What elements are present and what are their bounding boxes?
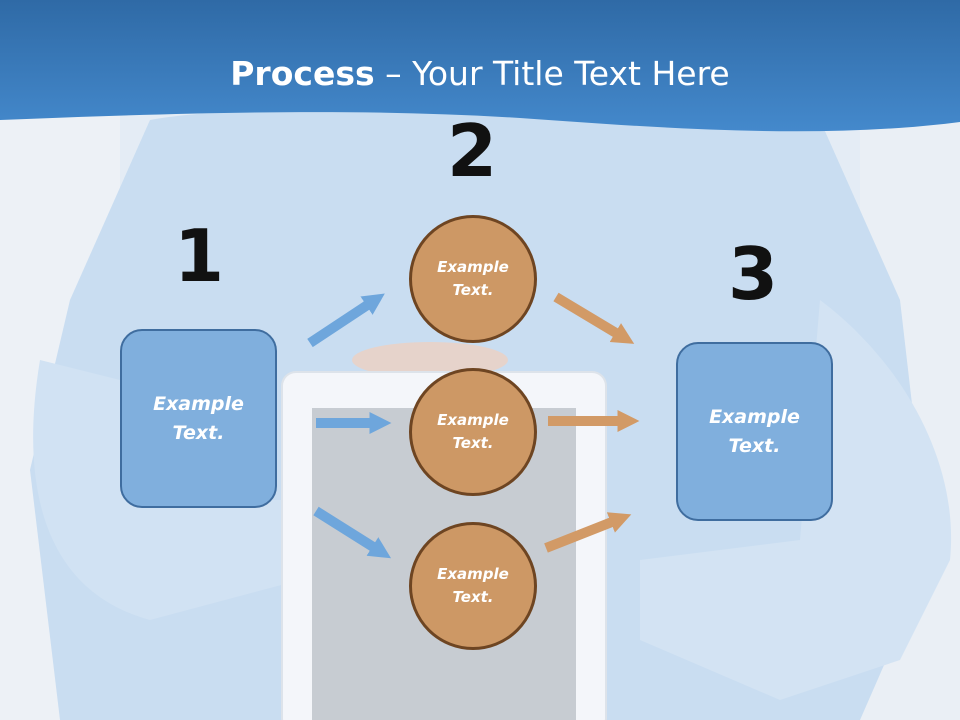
title-rest: – Your Title Text Here	[374, 54, 730, 93]
step-2-circle-bottom: Example Text.	[409, 522, 537, 650]
page-title: Process – Your Title Text Here	[0, 52, 960, 96]
step-3-number: 3	[727, 232, 779, 316]
arrow-to-bottom-circle	[313, 506, 392, 559]
arrow-to-top-circle	[307, 293, 385, 348]
title-bold: Process	[230, 54, 375, 93]
arrow-from-top-circle	[553, 292, 635, 344]
step-1-number: 1	[173, 214, 225, 298]
step-2-circle-middle: Example Text.	[409, 368, 537, 496]
arrow-from-bottom-circle	[544, 512, 632, 553]
step-2-number: 2	[446, 109, 498, 193]
step-3-box: Example Text.	[676, 342, 833, 521]
step-1-box: Example Text.	[120, 329, 277, 508]
step-2-circle-top: Example Text.	[409, 215, 537, 343]
